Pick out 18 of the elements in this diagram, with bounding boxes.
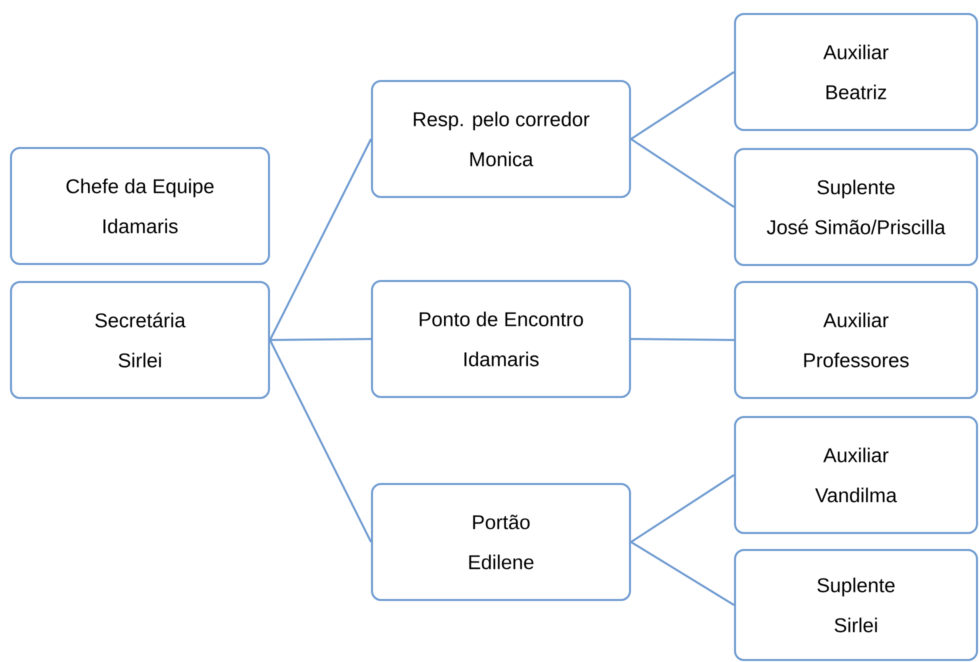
connector-line: [269, 138, 372, 340]
org-box: Suplente José Simão/Priscilla: [734, 148, 978, 266]
connector-line: [630, 71, 735, 140]
org-box: Chefe da Equipe Idamaris: [10, 147, 270, 265]
connector-line: [270, 338, 372, 341]
connector-line: [269, 340, 372, 542]
org-box: Auxiliar Beatriz: [734, 13, 978, 131]
org-box: Ponto de Encontro Idamaris: [371, 280, 631, 398]
org-box: Resp. pelo corredor Monica: [371, 80, 631, 198]
org-box: Auxiliar Professores: [734, 281, 978, 399]
org-box: Suplente Sirlei: [734, 549, 978, 661]
connector-line: [630, 541, 735, 606]
connector-line: [631, 338, 734, 341]
org-box: Auxiliar Vandilma: [734, 416, 978, 534]
connector-line: [630, 474, 735, 543]
org-box: Portão Edilene: [371, 483, 631, 601]
connector-line: [630, 138, 735, 208]
org-box: Secretária Sirlei: [10, 281, 270, 399]
